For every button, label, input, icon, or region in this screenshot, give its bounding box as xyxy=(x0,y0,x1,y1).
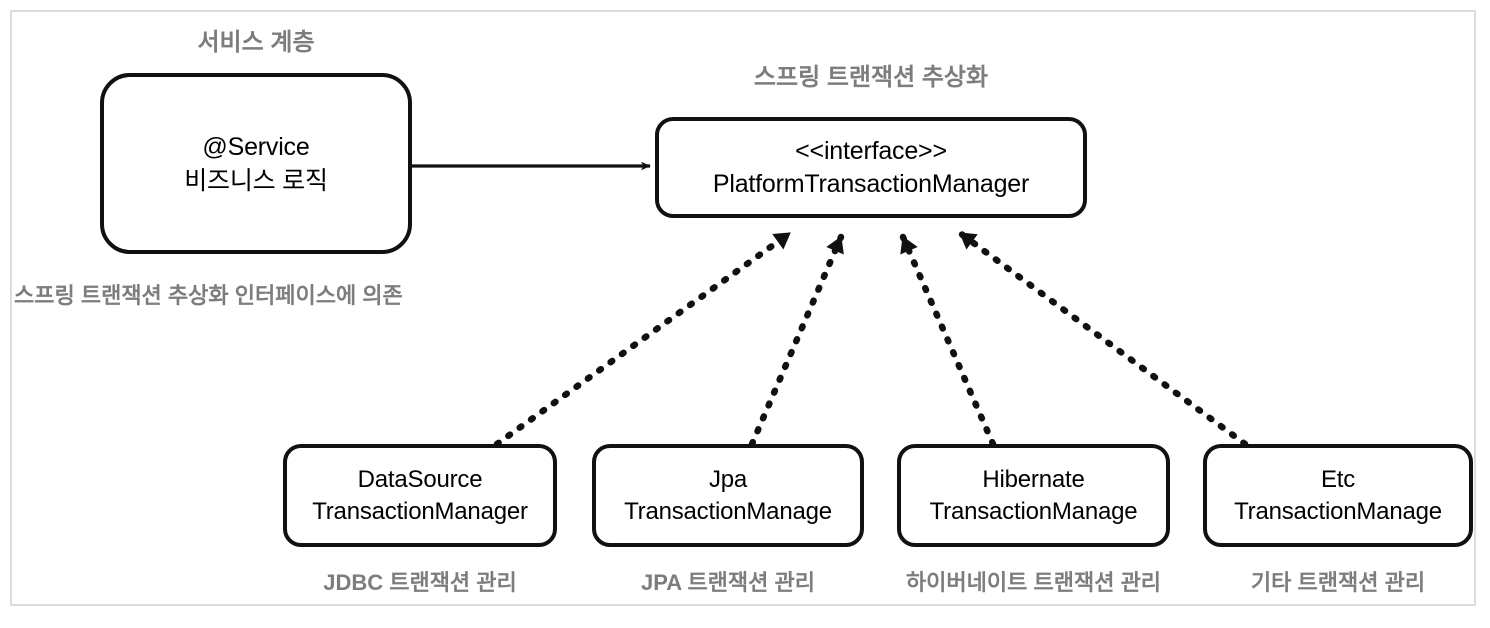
node-impl-3-line-1: Etc xyxy=(1320,465,1356,493)
caption-etc-transaction-management: 기타 트랜잭션 관리 xyxy=(1250,570,1426,595)
caption-service-layer: 서비스 계층 xyxy=(197,29,315,56)
node-datasource-transaction-manager[interactable]: DataSource TransactionManager xyxy=(283,444,557,547)
node-impl-0-line-1: DataSource xyxy=(357,465,483,493)
node-jpa-transaction-manager[interactable]: Jpa TransactionManage xyxy=(592,444,864,547)
caption-depends-on-abstraction-interface: 스프링 트랜잭션 추상화 인터페이스에 의존 xyxy=(14,283,403,308)
node-service-line-1: @Service xyxy=(202,132,310,161)
node-impl-0-line-2: TransactionManager xyxy=(312,497,528,525)
node-service-layer[interactable]: @Service 비즈니스 로직 xyxy=(100,73,412,254)
node-impl-2-line-2: TransactionManage xyxy=(929,497,1138,525)
node-impl-3-line-2: TransactionManage xyxy=(1234,497,1442,525)
node-impl-2-line-1: Hibernate xyxy=(982,465,1085,493)
connector-datasource-realizes-interface xyxy=(493,229,794,448)
node-platform-transaction-manager[interactable]: <<interface>> PlatformTransactionManager xyxy=(655,117,1087,218)
node-interface-name: PlatformTransactionManager xyxy=(712,169,1030,198)
node-hibernate-transaction-manager[interactable]: Hibernate TransactionManage xyxy=(897,444,1170,547)
caption-spring-transaction-abstraction: 스프링 트랜잭션 추상화 xyxy=(753,64,989,91)
connector-jpa-realizes-interface xyxy=(748,233,845,448)
connector-etc-realizes-interface xyxy=(956,229,1249,448)
caption-jdbc-transaction-management: JDBC 트랜잭션 관리 xyxy=(323,570,517,595)
node-etc-transaction-manager[interactable]: Etc TransactionManage xyxy=(1203,444,1473,547)
node-impl-1-line-2: TransactionManage xyxy=(624,497,832,525)
node-impl-1-line-1: Jpa xyxy=(708,465,748,493)
connector-hibernate-realizes-interface xyxy=(899,233,997,448)
node-service-line-2: 비즈니스 로직 xyxy=(184,166,328,195)
caption-hibernate-transaction-management: 하이버네이트 트랜잭션 관리 xyxy=(905,570,1162,595)
caption-jpa-transaction-management: JPA 트랜잭션 관리 xyxy=(640,570,815,595)
node-interface-stereotype: <<interface>> xyxy=(795,136,947,165)
